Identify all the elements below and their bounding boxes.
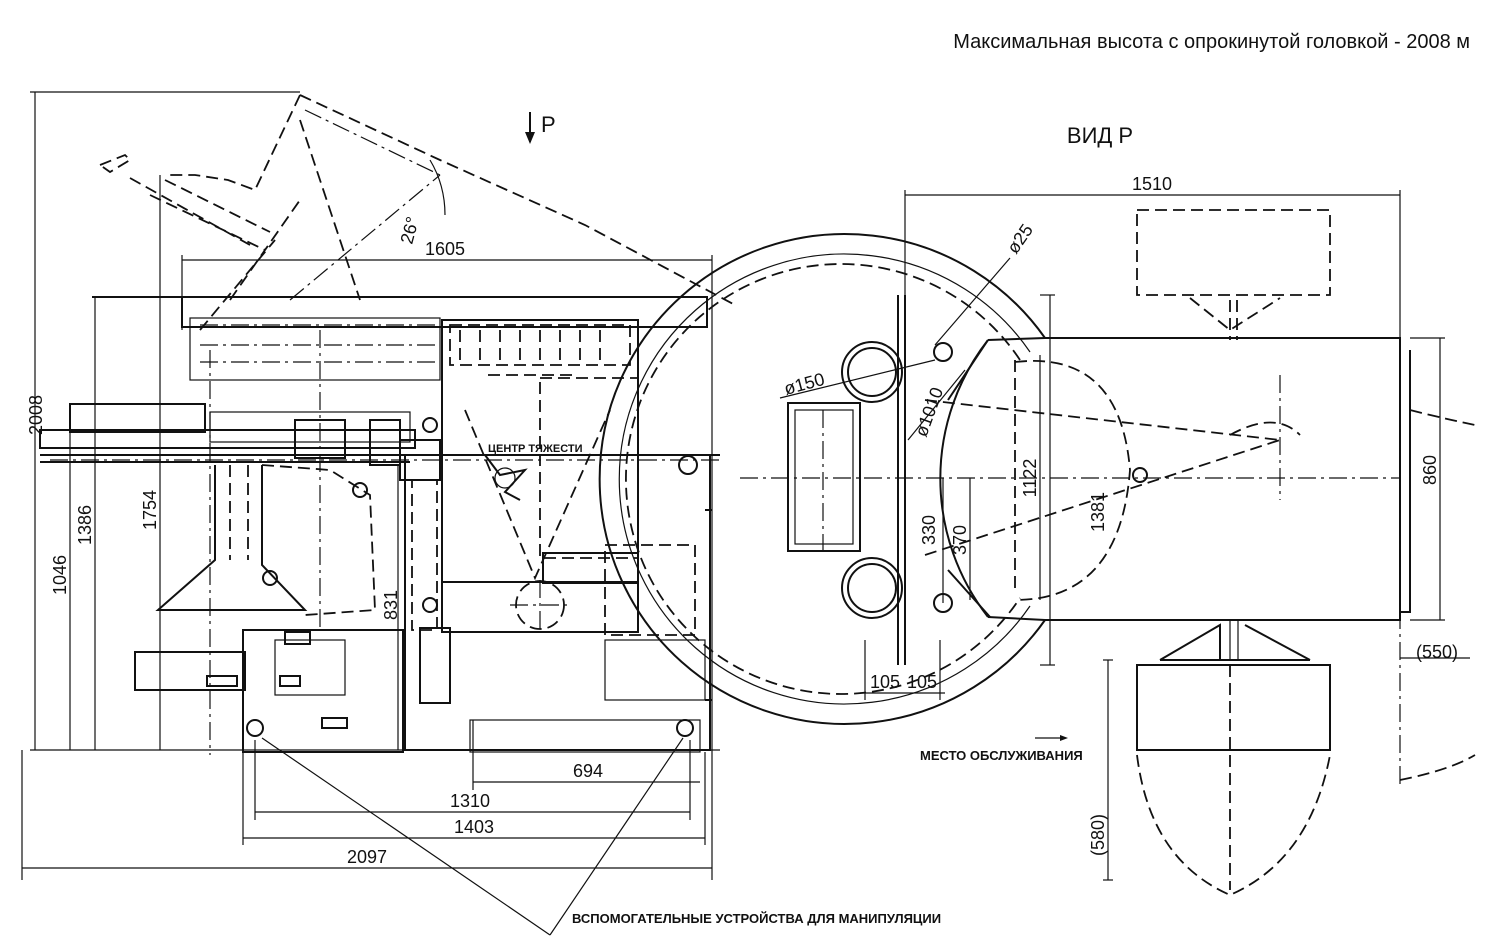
svg-text:1386: 1386 (75, 505, 95, 545)
machine-lower-body (134, 454, 712, 753)
svg-text:105: 105 (870, 672, 900, 692)
svg-text:1605: 1605 (425, 239, 465, 259)
svg-text:860: 860 (1420, 455, 1440, 485)
svg-text:МЕСТО ОБСЛУЖИВАНИЯ: МЕСТО ОБСЛУЖИВАНИЯ (920, 748, 1083, 763)
horizontal-dimensions: 694 1310 1403 2097 (21, 720, 712, 880)
svg-text:ø150: ø150 (782, 369, 827, 399)
center-of-gravity: ЦЕНТР ТЯЖЕСТИ (484, 443, 583, 501)
main-body (598, 233, 1411, 725)
swing-arc (924, 337, 1476, 781)
tilt-angle-label: 26° (397, 215, 423, 246)
side-view: Р 26° 1605 (21, 91, 736, 880)
svg-text:ø25: ø25 (1003, 220, 1037, 257)
svg-text:1046: 1046 (50, 555, 70, 595)
aux-devices-callout: ВСПОМОГАТЕЛЬНЫЕ УСТРОЙСТВА ДЛЯ МАНИПУЛЯЦ… (261, 737, 941, 936)
svg-text:105: 105 (907, 672, 937, 692)
svg-text:831: 831 (381, 590, 401, 620)
svg-text:ЦЕНТР ТЯЖЕСТИ: ЦЕНТР ТЯЖЕСТИ (488, 443, 583, 455)
svg-text:1381: 1381 (1088, 492, 1108, 532)
svg-text:1754: 1754 (140, 490, 160, 530)
side-centerlines (50, 330, 720, 755)
svg-text:ø1010: ø1010 (911, 385, 947, 440)
view-p-centerlines (740, 375, 1401, 785)
vertical-dimensions: 2008 1386 1046 1754 831 (26, 91, 720, 751)
svg-text:1510: 1510 (1132, 174, 1172, 194)
service-place: МЕСТО ОБСЛУЖИВАНИЯ (920, 735, 1083, 763)
upper-cabinet (1136, 209, 1331, 340)
dim-1605: 1605 (181, 239, 713, 880)
view-p-title: ВИД Р (1067, 123, 1133, 148)
svg-text:330: 330 (919, 515, 939, 545)
view-p: ВИД Р 1510 (598, 123, 1476, 896)
view-p-dimensions: ø25 ø150 ø1010 1122 1381 330 370 860 105… (779, 220, 1470, 881)
max-height-note: Максимальная высота с опрокинутой головк… (953, 31, 1470, 53)
inspection-window (787, 402, 861, 552)
view-arrow-label: Р (541, 112, 556, 137)
svg-text:1122: 1122 (1020, 459, 1040, 498)
tilted-head-outline: 26° (98, 94, 736, 331)
aux-devices-label: ВСПОМОГАТЕЛЬНЫЕ УСТРОЙСТВА ДЛЯ МАНИПУЛЯЦ… (572, 911, 941, 926)
ports (841, 341, 1148, 619)
svg-text:(550): (550) (1416, 642, 1458, 662)
svg-text:370: 370 (950, 525, 970, 555)
svg-text:2097: 2097 (347, 847, 387, 867)
svg-text:1310: 1310 (450, 791, 490, 811)
svg-text:694: 694 (573, 761, 603, 781)
svg-text:2008: 2008 (26, 395, 46, 435)
svg-text:(580): (580) (1088, 814, 1108, 856)
lower-cabinet (1136, 620, 1331, 896)
svg-text:1403: 1403 (454, 817, 494, 837)
